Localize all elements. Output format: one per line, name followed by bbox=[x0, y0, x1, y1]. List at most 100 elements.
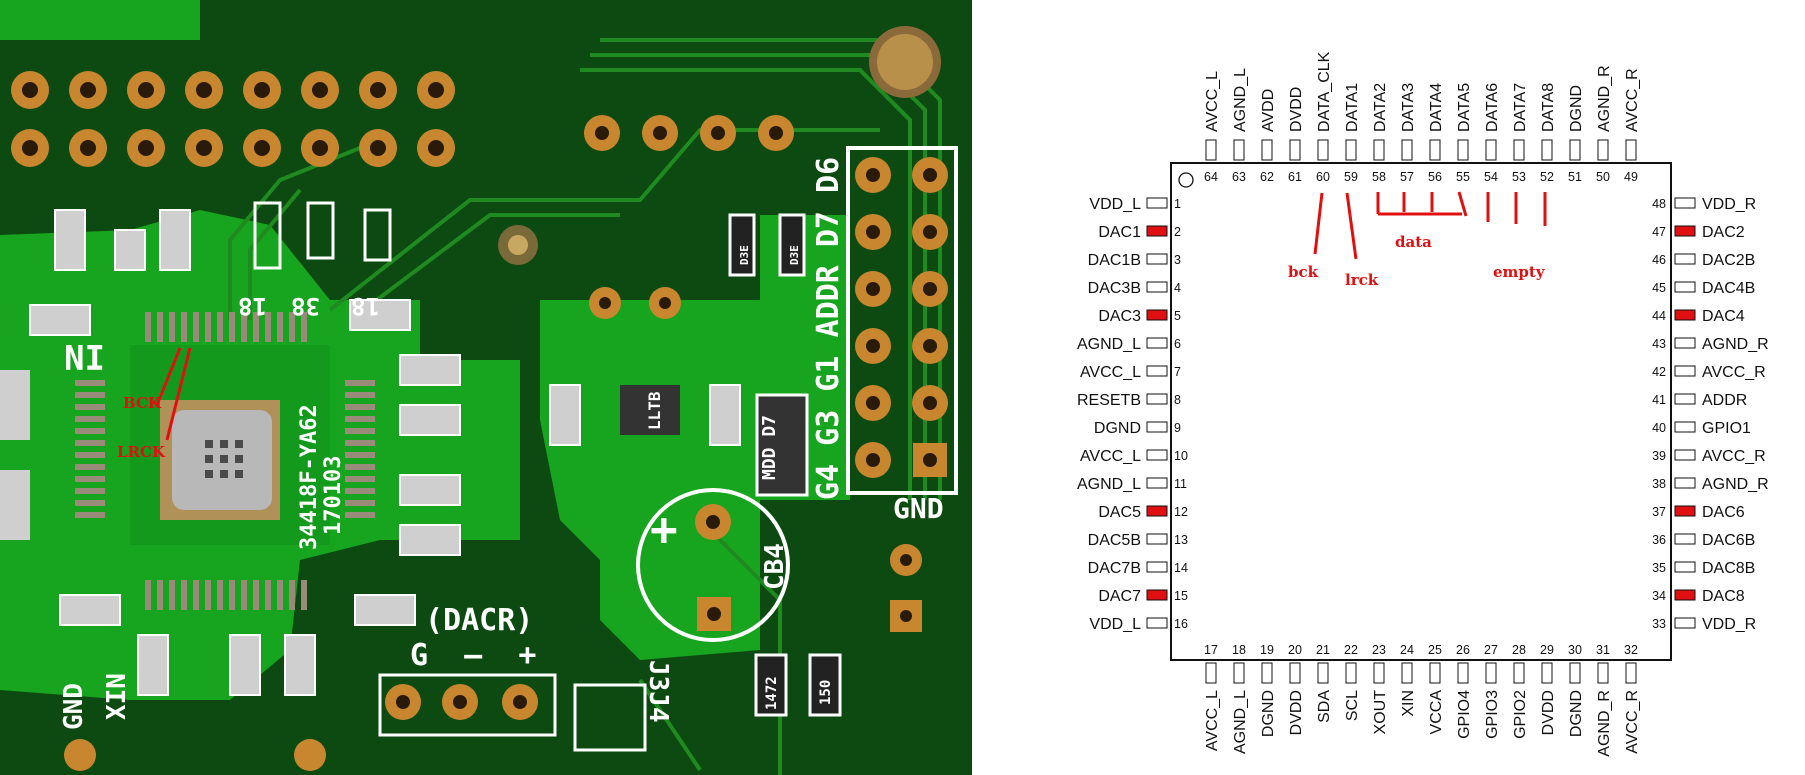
pin-number-bottom: 19 bbox=[1260, 643, 1274, 657]
pin-number-top: 58 bbox=[1372, 170, 1386, 184]
pin-name-top: DATA2 bbox=[1372, 83, 1389, 132]
ic-marking: 34418F-YA62 bbox=[297, 404, 322, 550]
pin-number-bottom: 25 bbox=[1428, 643, 1442, 657]
pin-pad-right bbox=[1674, 449, 1696, 461]
pin-pad-right bbox=[1674, 421, 1696, 433]
pin-number-bottom: 21 bbox=[1316, 643, 1330, 657]
passive-components bbox=[0, 201, 842, 752]
data-label: data bbox=[1395, 233, 1432, 251]
pin-number-top: 55 bbox=[1456, 170, 1470, 184]
pin-pad-left bbox=[1146, 309, 1168, 321]
pin-name-bottom: GPIO2 bbox=[1512, 690, 1529, 739]
pin-name-left: AGND_L bbox=[1077, 336, 1141, 353]
pin-name-left: RESETB bbox=[1077, 392, 1141, 409]
pin-name-bottom: XIN bbox=[1400, 690, 1417, 717]
pin-number-left: 1 bbox=[1174, 197, 1181, 211]
bck-label: bck bbox=[1288, 263, 1319, 281]
pin-name-top: AVCC_L bbox=[1204, 71, 1221, 132]
pin-name-left: VDD_L bbox=[1089, 616, 1141, 633]
pin-name-right: ADDR bbox=[1702, 392, 1747, 409]
pin-number-bottom: 32 bbox=[1624, 643, 1638, 657]
pin-number-top: 56 bbox=[1428, 170, 1442, 184]
pin-pad-right bbox=[1674, 309, 1696, 321]
pin-name-right: VDD_R bbox=[1702, 196, 1756, 213]
pin-pad-left bbox=[1146, 393, 1168, 405]
pin-pad-top bbox=[1569, 139, 1581, 161]
pin-pad-bottom bbox=[1345, 662, 1357, 684]
pin-pad-bottom bbox=[1373, 662, 1385, 684]
pin-number-top: 60 bbox=[1316, 170, 1330, 184]
pin-name-right: AVCC_R bbox=[1702, 448, 1766, 465]
pin-name-left: DAC3 bbox=[1098, 308, 1141, 325]
pin1-marker bbox=[1178, 172, 1194, 188]
pin-name-left: DAC5B bbox=[1088, 532, 1141, 549]
pin-pad-top bbox=[1513, 139, 1525, 161]
pin-number-left: 14 bbox=[1174, 561, 1188, 575]
gnd-label: GND bbox=[893, 492, 944, 525]
pin-pad-right bbox=[1674, 617, 1696, 629]
lrck-label: lrck bbox=[1345, 271, 1379, 289]
pin-pad-top bbox=[1401, 139, 1413, 161]
pin-name-top: AGND_R bbox=[1596, 65, 1613, 132]
pin-pad-top bbox=[1345, 139, 1357, 161]
pin-pad-bottom bbox=[1429, 662, 1441, 684]
pin-pad-bottom bbox=[1513, 662, 1525, 684]
pin-number-top: 50 bbox=[1596, 170, 1610, 184]
pin-number-right: 38 bbox=[1652, 477, 1666, 491]
pin-pad-left bbox=[1146, 253, 1168, 265]
pin-pad-right bbox=[1674, 365, 1696, 377]
diode-text: MDD D7 bbox=[759, 415, 780, 480]
pin-pad-right bbox=[1674, 589, 1696, 601]
pin-number-top: 63 bbox=[1232, 170, 1246, 184]
pin-name-right: AGND_R bbox=[1702, 476, 1769, 493]
pin-number-top: 53 bbox=[1512, 170, 1526, 184]
bck-annotation: BCK bbox=[123, 394, 162, 412]
resistor-code-c: 1472 bbox=[764, 676, 780, 710]
pin-pad-bottom bbox=[1625, 662, 1637, 684]
empty-label: empty bbox=[1493, 263, 1546, 281]
pin-pad-right bbox=[1674, 197, 1696, 209]
pin-pad-bottom bbox=[1541, 662, 1553, 684]
pin-name-right: DAC6B bbox=[1702, 532, 1755, 549]
pin-name-right: DAC2B bbox=[1702, 252, 1755, 269]
pin-pad-left bbox=[1146, 477, 1168, 489]
pin-number-left: 3 bbox=[1174, 253, 1181, 267]
pin-pad-right bbox=[1674, 505, 1696, 517]
pin-number-top: 62 bbox=[1260, 170, 1274, 184]
pin-number-bottom: 18 bbox=[1232, 643, 1246, 657]
pin-number-top: 51 bbox=[1568, 170, 1582, 184]
chip-outline bbox=[1170, 162, 1672, 661]
pin-name-top: DATA7 bbox=[1512, 83, 1529, 132]
pin-pad-right bbox=[1674, 281, 1696, 293]
pin-name-right: DAC4 bbox=[1702, 308, 1745, 325]
pin-pad-left bbox=[1146, 505, 1168, 517]
pin-name-right: DAC6 bbox=[1702, 504, 1745, 521]
through-hole-pads-top bbox=[11, 71, 794, 167]
pin-name-right: AVCC_R bbox=[1702, 364, 1766, 381]
pin-name-left: AVCC_L bbox=[1080, 364, 1141, 381]
pin-pad-right bbox=[1674, 225, 1696, 237]
pin-name-right: DAC8 bbox=[1702, 588, 1745, 605]
pin-name-bottom: DGND bbox=[1260, 690, 1277, 737]
connector-label-j3j4: J3J4 bbox=[643, 660, 673, 723]
pin-name-right: DAC4B bbox=[1702, 280, 1755, 297]
pin-number-right: 43 bbox=[1652, 337, 1666, 351]
in-label: IN bbox=[64, 336, 105, 376]
pin-name-top: DATA_CLK bbox=[1316, 51, 1333, 132]
lrck-annotation: LRCK bbox=[117, 443, 166, 461]
pin-pad-top bbox=[1205, 139, 1217, 161]
pin-pad-left bbox=[1146, 617, 1168, 629]
dac-ic bbox=[75, 312, 375, 610]
pin-name-left: DAC1 bbox=[1098, 224, 1141, 241]
pin-pad-bottom bbox=[1317, 662, 1329, 684]
pin-name-top: DGND bbox=[1568, 85, 1585, 132]
pin-pad-bottom bbox=[1569, 662, 1581, 684]
resistor-code-a: D3E bbox=[738, 245, 751, 265]
pin-pad-top bbox=[1457, 139, 1469, 161]
pin-pad-left bbox=[1146, 533, 1168, 545]
pin-name-left: DAC7 bbox=[1098, 588, 1141, 605]
pin-name-bottom: SDA bbox=[1316, 690, 1333, 723]
pin-name-bottom: AGND_L bbox=[1232, 690, 1249, 754]
pin-number-top: 49 bbox=[1624, 170, 1638, 184]
pin-number-right: 36 bbox=[1652, 533, 1666, 547]
